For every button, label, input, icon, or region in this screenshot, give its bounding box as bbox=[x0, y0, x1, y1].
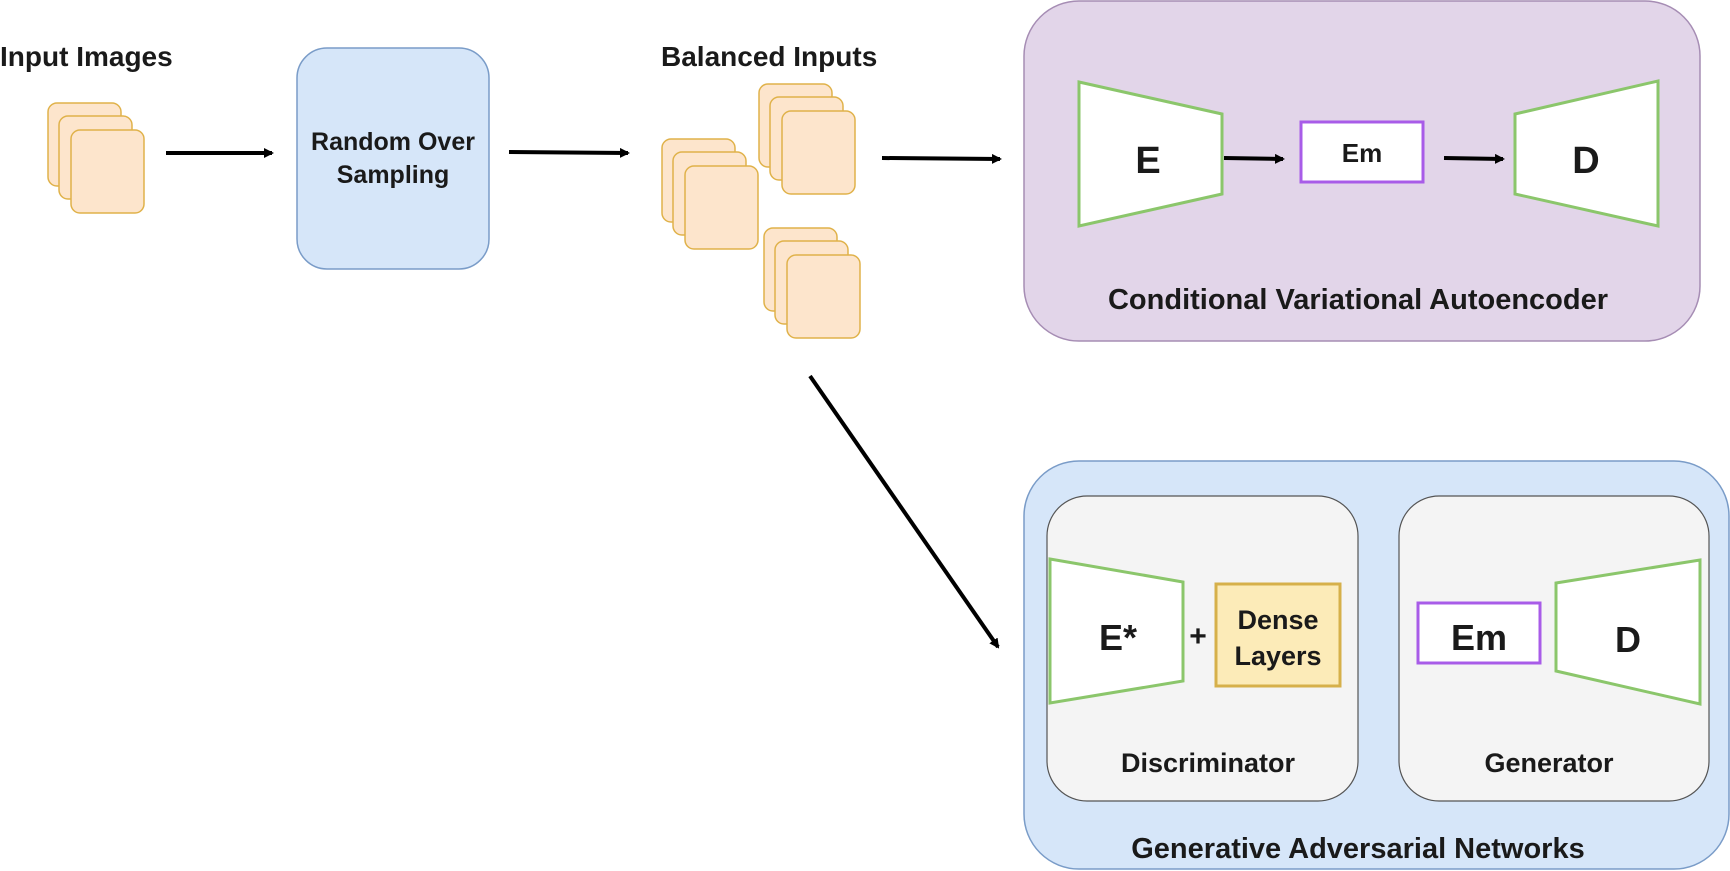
arrow-to-cvae bbox=[881, 153, 1002, 164]
dense-layers-label-line1: Dense bbox=[1237, 605, 1318, 635]
cvae-embedding-label: Em bbox=[1342, 138, 1382, 168]
random-over-sampling-box bbox=[296, 47, 490, 270]
balanced-inputs-stack-top bbox=[758, 83, 856, 195]
gen-decoder-label: D bbox=[1615, 619, 1641, 660]
dense-layers-label-line2: Layers bbox=[1234, 641, 1321, 671]
cvae-encoder-trapezoid bbox=[1077, 80, 1224, 228]
dense-layers-box bbox=[1214, 582, 1342, 688]
ros-label-line2: Sampling bbox=[337, 161, 450, 189]
balanced-inputs-label: Balanced Inputs bbox=[661, 41, 877, 72]
input-images-stack bbox=[47, 102, 145, 214]
ros-label-line1: Random Over bbox=[311, 128, 475, 156]
image-card bbox=[684, 165, 759, 250]
arrow-to-gan bbox=[808, 374, 1000, 649]
input-images-label: Input Images bbox=[0, 41, 173, 72]
gen-embedding-label: Em bbox=[1451, 617, 1507, 658]
image-card bbox=[70, 129, 145, 214]
image-card bbox=[781, 110, 856, 195]
cvae-title: Conditional Variational Autoencoder bbox=[1108, 284, 1608, 316]
generator-label: Generator bbox=[1484, 748, 1614, 778]
gen-decoder-trapezoid bbox=[1554, 558, 1702, 706]
disc-encoder-label: E* bbox=[1099, 617, 1137, 658]
cvae-decoder-label: D bbox=[1572, 140, 1599, 182]
arrow-encoder-to-embedding bbox=[1223, 153, 1285, 164]
gen-embedding-box bbox=[1416, 601, 1542, 665]
gan-title: Generative Adversarial Networks bbox=[1131, 833, 1584, 865]
image-card bbox=[786, 254, 861, 339]
balanced-inputs-stack-middle bbox=[661, 138, 759, 250]
arrow-embedding-to-decoder bbox=[1443, 153, 1505, 164]
cvae-encoder-label: E bbox=[1135, 140, 1160, 182]
plus-sign: + bbox=[1189, 620, 1207, 653]
cvae-decoder-trapezoid bbox=[1513, 79, 1660, 228]
arrow-to-balanced bbox=[508, 147, 630, 158]
balanced-inputs-stack-bottom bbox=[763, 227, 861, 339]
cvae-embedding-box bbox=[1299, 120, 1425, 184]
disc-encoder-trapezoid bbox=[1048, 557, 1185, 705]
discriminator-label: Discriminator bbox=[1121, 748, 1296, 778]
